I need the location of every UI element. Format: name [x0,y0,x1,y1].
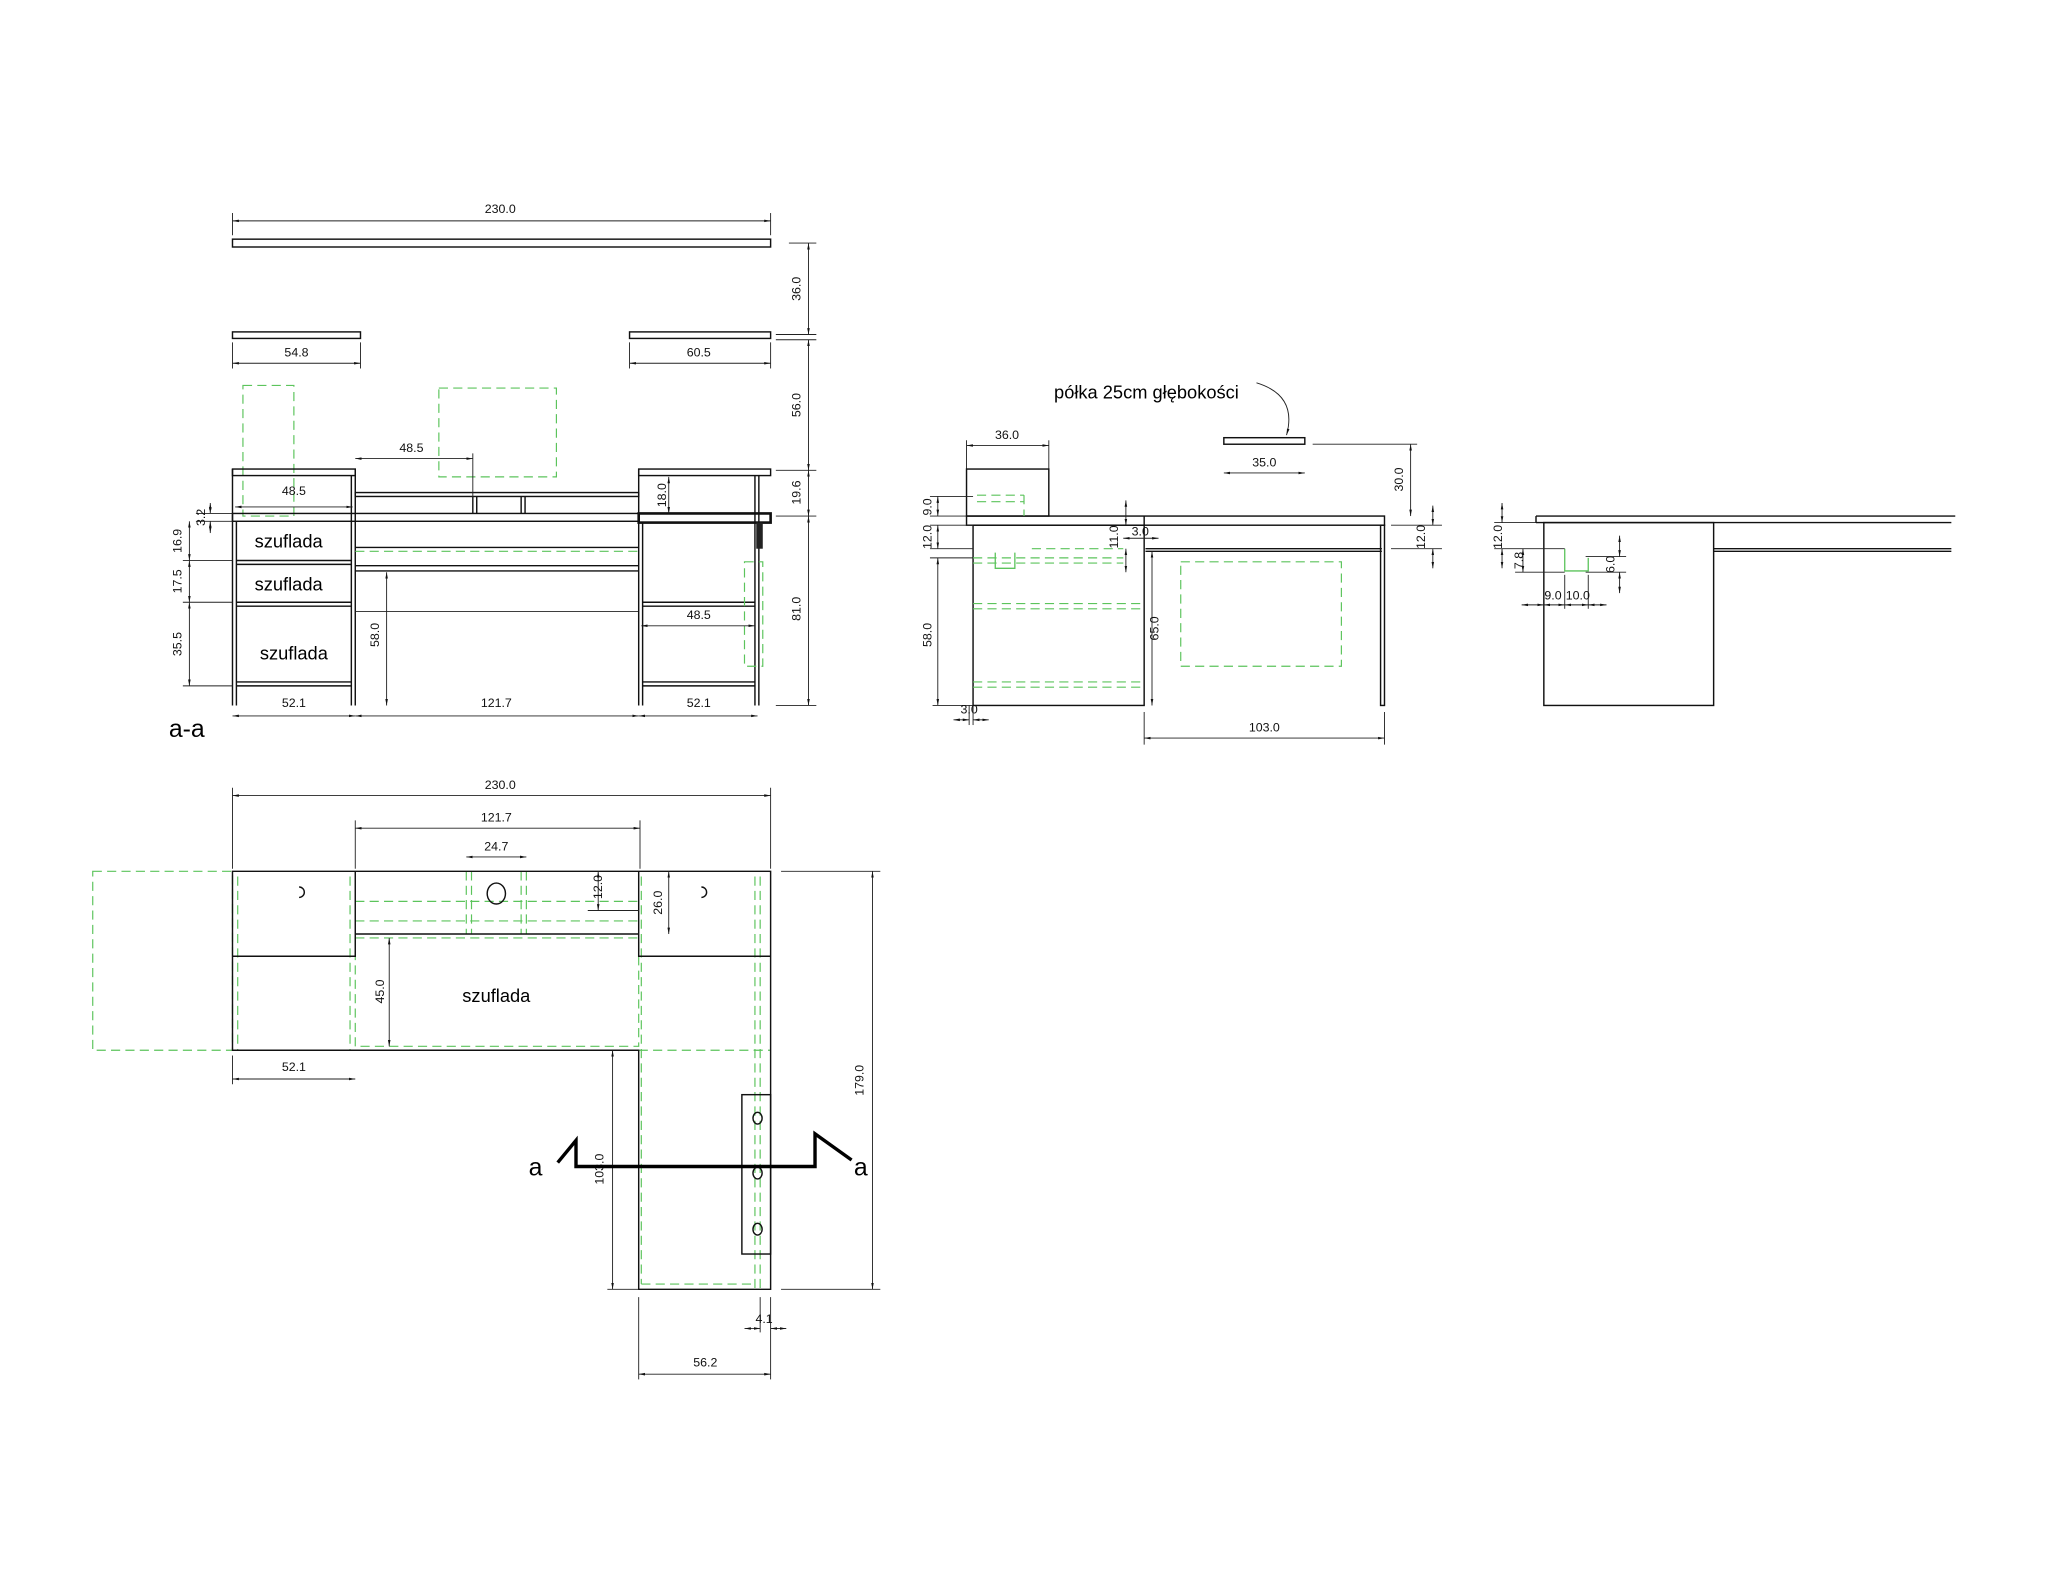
drawer-label: szuflada [255,574,324,595]
dim-17-5: 17.5 [171,569,185,593]
dim-103: 103.0 [1249,721,1280,735]
dim-52-1: 52.1 [282,1060,306,1074]
dim-54-8: 54.8 [284,346,308,360]
dim-12: 12.0 [591,875,605,899]
dim-12: 12.0 [920,525,934,549]
rail-bracket [756,522,763,549]
dim-81: 81.0 [790,597,804,621]
dim-35-5: 35.5 [171,632,185,656]
dim-10: 10.0 [1566,589,1590,603]
shelf-left [231,331,362,340]
dim-52-1-right: 52.1 [687,696,711,710]
dim-19-6: 19.6 [790,480,804,504]
dim-52-1-left: 52.1 [282,696,306,710]
dim-4-1: 4.1 [755,1312,772,1326]
dim-7-8: 7.8 [1512,552,1526,569]
dim-9: 9.0 [920,498,934,515]
dim-3-bottom: 3.0 [961,702,978,716]
dim-6: 6.0 [1603,556,1617,573]
dim-56: 56.0 [790,393,804,417]
dim-3: 3.0 [1132,525,1149,539]
dim-121-7: 121.7 [481,811,512,825]
drawer-label: szuflada [255,530,324,551]
top-shelf [231,238,772,248]
section-label: a-a [169,716,205,743]
section-mark: a [854,1155,868,1182]
dim-18: 18.0 [655,483,669,507]
dim-58: 58.0 [368,623,382,647]
dim-103: 103.0 [592,1154,606,1185]
dim-48-5-left: 48.5 [282,484,306,498]
dim-56-2: 56.2 [693,1355,717,1369]
dim-35: 35.0 [1252,455,1276,469]
dim-48-5-right: 48.5 [687,608,711,622]
dim-12: 12.0 [1491,525,1505,549]
dim-121-7: 121.7 [481,696,512,710]
dim-12-right: 12.0 [1414,525,1428,549]
dim-30: 30.0 [1392,467,1406,491]
shelf-right [628,331,772,340]
section-cut-line [556,1130,853,1169]
end-view: 12.0 7.8 6.0 9.0 10.0 [1491,503,1956,707]
drawer-label: szuflada [462,985,531,1006]
dim-36: 36.0 [995,428,1019,442]
shelf-note: półka 25cm głębokości [1054,382,1239,403]
drawer-label: szuflada [260,643,329,664]
side-view: półka 25cm głębokości 36.0 35.0 30.0 12.… [920,382,1442,745]
plan-view: 230.0 121.7 24.7 szuflada 12.0 26.0 45.0 [92,778,881,1380]
dim-45: 45.0 [373,979,387,1003]
dim-36: 36.0 [790,277,804,301]
front-view: 230.0 54.8 60.5 36.0 56.0 19.6 81.0 [169,202,817,743]
dim-58: 58.0 [920,623,934,647]
dim-179: 179.0 [852,1065,866,1096]
dim-60-5: 60.5 [687,346,711,360]
dim-11: 11.0 [1107,525,1121,548]
dim-9: 9.0 [1544,589,1561,603]
dim-230: 230.0 [485,778,516,792]
dim-3-2: 3.2 [194,509,208,526]
dim-26: 26.0 [651,891,665,915]
section-mark: a [529,1155,543,1182]
dim-48-5-mid: 48.5 [399,441,423,455]
dim-16-9: 16.9 [171,529,185,553]
dim-230: 230.0 [485,202,516,216]
dim-65: 65.0 [1148,616,1162,640]
dim-24-7: 24.7 [484,839,508,853]
